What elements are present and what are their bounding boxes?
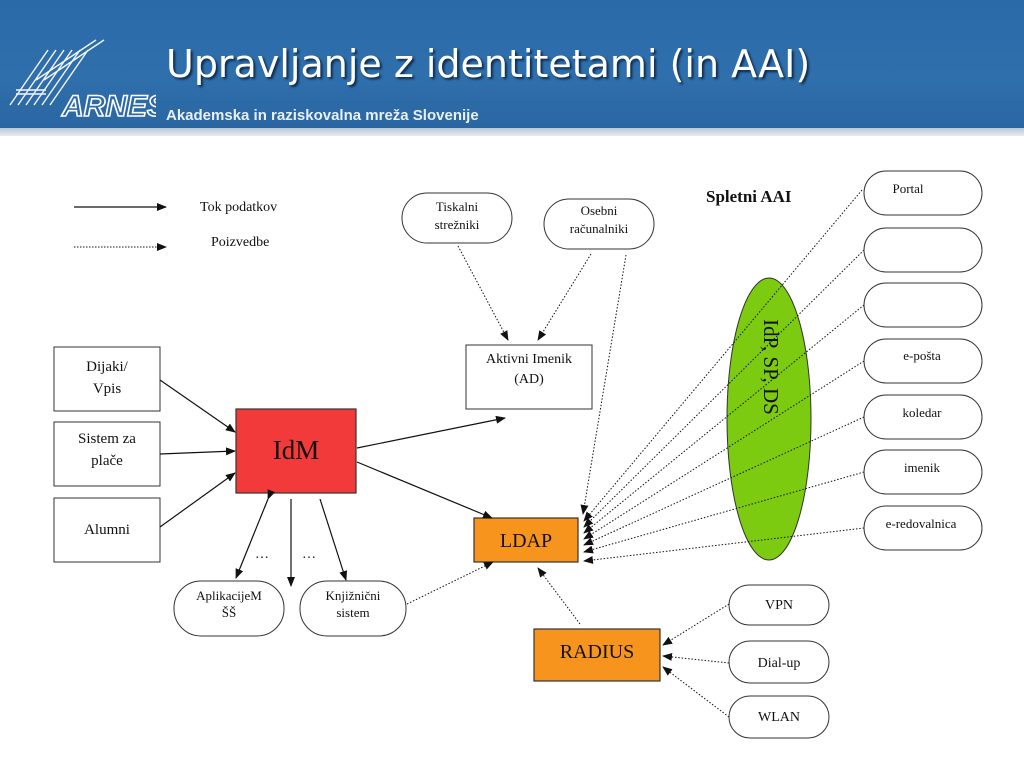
web-service-pill <box>863 505 983 551</box>
web-service-label: e-pošta <box>903 348 941 363</box>
idm-label: IdM <box>273 435 320 465</box>
arrow-idm-aplikacije <box>235 489 276 579</box>
dijaki-label-2: Vpis <box>93 381 122 397</box>
query-portal-ldap <box>583 189 863 522</box>
web-service-label: Portal <box>892 181 923 196</box>
node-dijaki: Dijaki/ Vpis <box>53 346 161 412</box>
query-radius-ldap <box>537 567 581 625</box>
tiskalni-label-1: Tiskalni <box>436 199 479 214</box>
node-aplikacije: AplikacijeM ŠŠ <box>173 580 285 637</box>
radius-service-pill <box>728 584 830 626</box>
arrow-dijaki-idm <box>159 379 236 433</box>
aplikacije-label-2: ŠŠ <box>222 605 236 620</box>
node-osebni: Osebni računalniki <box>543 198 655 250</box>
tiskalni-label-2: strežniki <box>435 217 480 232</box>
web-service-label: e-redovalnica <box>886 516 957 531</box>
arrow-alumni-idm <box>159 472 236 528</box>
query-knjiznicni-ldap <box>406 561 494 605</box>
radius-service-label: WLAN <box>758 710 800 725</box>
query-eredovalnica-ldap <box>583 527 865 564</box>
node-alumni: Alumni <box>53 497 161 563</box>
node-ad: Aktivni Imenik (AD) <box>465 344 593 410</box>
web-service-pill <box>863 282 983 328</box>
ldap-label: LDAP <box>500 530 552 552</box>
query-vpn-radius <box>662 603 730 646</box>
query-web2-ldap <box>583 249 865 528</box>
query-web3-ldap <box>583 304 865 534</box>
dijaki-label-1: Dijaki/ <box>86 359 128 375</box>
query-imenik-ldap <box>583 471 865 554</box>
legend: Tok podatkov Poizvedbe <box>74 200 277 251</box>
web-service-pill <box>863 338 983 384</box>
web-service-label: koledar <box>903 405 943 420</box>
arnes-logo: ARNES <box>9 39 156 124</box>
node-ldap: LDAP <box>473 517 579 563</box>
alumni-label: Alumni <box>84 522 130 538</box>
sistem-place-label-1: Sistem za <box>78 431 136 447</box>
node-idm: IdM <box>235 408 357 494</box>
query-osebni-ad <box>537 253 592 341</box>
sistem-place-label-2: plače <box>91 453 123 469</box>
query-dialup-radius <box>662 652 730 664</box>
node-radius: RADIUS <box>533 628 661 682</box>
query-tiskalni-ad <box>457 245 509 341</box>
spletni-aai-title: Spletni AAI <box>706 187 792 206</box>
knjiznicni-label-1: Knjižnični <box>326 588 381 603</box>
arrow-idm-ad <box>356 415 506 449</box>
arrow-idm-ldap <box>356 461 493 519</box>
query-eposta-ldap <box>583 360 865 540</box>
radius-service-pill <box>728 640 830 684</box>
web-service-label: imenik <box>904 460 941 475</box>
page-subtitle: Akademska in raziskovalna mreža Slovenij… <box>166 107 479 124</box>
radius-services: VPN Dial-up WLAN <box>728 584 830 739</box>
node-sistem-place: Sistem za plače <box>53 421 161 487</box>
ellipsis-right: … <box>302 547 316 562</box>
query-wlan-radius <box>662 666 730 718</box>
web-service-pill <box>863 449 983 495</box>
logo-text: ARNES <box>61 90 156 123</box>
aplikacije-label-1: AplikacijeM <box>196 588 262 603</box>
web-service-pill <box>863 394 983 440</box>
node-idp: IdP, SP, DS <box>726 277 812 561</box>
node-knjiznicni: Knjižnični sistem <box>299 580 407 637</box>
query-osebni-ldap <box>580 254 627 515</box>
osebni-label-1: Osebni <box>581 203 618 218</box>
ellipsis-left: … <box>255 547 269 562</box>
ad-label-1: Aktivni Imenik <box>486 352 572 367</box>
ad-label-2: (AD) <box>514 372 544 387</box>
radius-service-label: VPN <box>765 598 793 613</box>
web-service-pill <box>863 170 983 216</box>
radius-label: RADIUS <box>560 641 634 663</box>
query-koledar-ldap <box>583 416 865 546</box>
osebni-label-2: računalniki <box>570 221 629 236</box>
web-services: Portal e-pošta koledar imenik e-redovaln… <box>863 170 983 551</box>
legend-query-label: Poizvedbe <box>211 235 269 250</box>
header-divider <box>0 128 1024 136</box>
node-tiskalni: Tiskalni strežniki <box>401 192 513 244</box>
radius-service-label: Dial-up <box>758 656 801 671</box>
flow-arrows <box>159 379 506 587</box>
knjiznicni-label-2: sistem <box>336 605 369 620</box>
arrow-place-idm <box>159 447 236 456</box>
radius-service-pill <box>728 695 830 739</box>
idp-label: IdP, SP, DS <box>759 319 783 415</box>
legend-flow-label: Tok podatkov <box>200 200 277 215</box>
query-arrows <box>406 189 865 718</box>
web-service-pill <box>863 227 983 273</box>
page-title: Upravljanje z identitetami (in AAI) <box>166 42 811 86</box>
arrow-idm-knjiznicni <box>319 498 348 581</box>
